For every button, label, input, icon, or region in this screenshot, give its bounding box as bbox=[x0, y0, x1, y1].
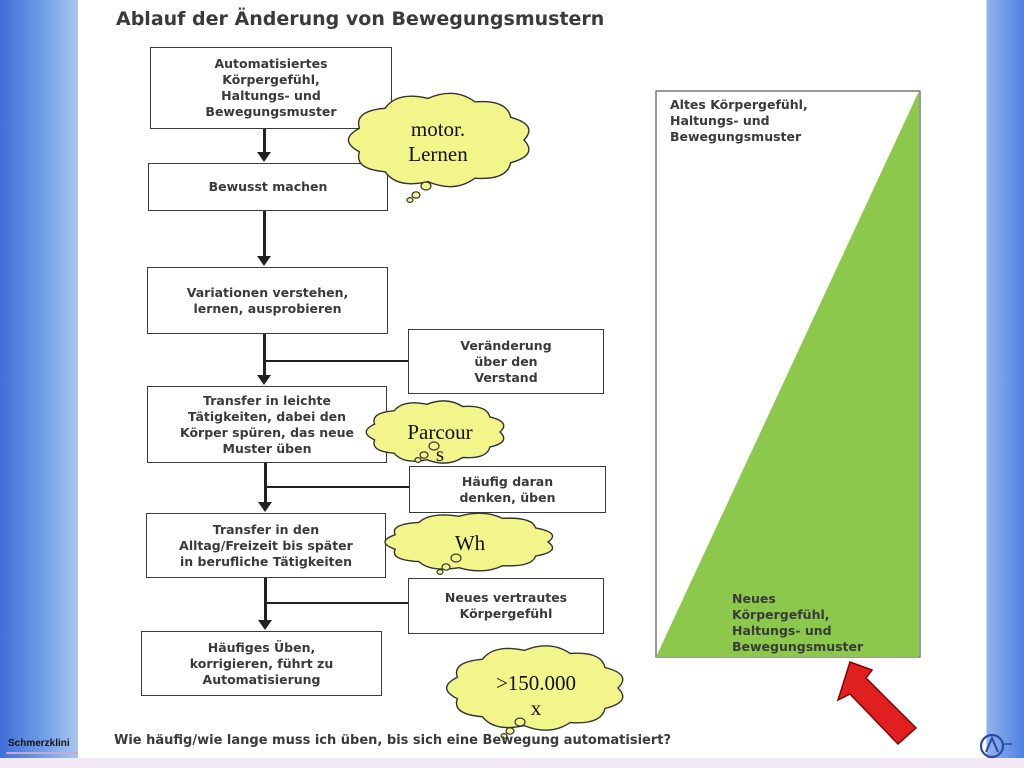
flow-arrowhead-3 bbox=[257, 375, 271, 385]
footer-question: Wie häufig/wie lange muss ich üben, bis … bbox=[114, 733, 672, 748]
panel-new-pattern-label: Neues Körpergefühl, Haltungs- und Bewegu… bbox=[732, 591, 864, 654]
flow-step-5: Transfer in den Alltag/Freizeit bis spät… bbox=[146, 513, 386, 578]
thought-wh: Wh bbox=[454, 531, 486, 555]
flow-arrowhead-4 bbox=[258, 502, 272, 512]
clinic-label: Schmerzklini bbox=[8, 738, 70, 749]
flow-connector-5 bbox=[264, 578, 267, 621]
flow-connector-3 bbox=[263, 334, 266, 376]
thought-repetitions: >150.000 x bbox=[495, 671, 577, 720]
thought-parcours: Parcour s bbox=[407, 420, 473, 466]
flow-step-1: Automatisiertes Körpergefühl, Haltungs- … bbox=[150, 47, 392, 129]
flow-step-4: Transfer in leichte Tätigkeiten, dabei d… bbox=[147, 386, 387, 463]
panel-old-pattern-label: Altes Körpergefühl, Haltungs- und Bewegu… bbox=[670, 97, 808, 144]
bottom-strip bbox=[0, 758, 1024, 768]
flow-step-3: Variationen verstehen, lernen, ausprobie… bbox=[147, 267, 388, 334]
flow-connector-4 bbox=[264, 463, 267, 503]
flow-connector-2 bbox=[263, 211, 266, 257]
flow-step-2: Bewusst machen bbox=[148, 163, 388, 211]
branch-line-haeufig bbox=[267, 486, 409, 488]
clinic-logo-icon bbox=[979, 733, 1012, 759]
flow-arrowhead-5 bbox=[258, 620, 272, 630]
side-box-verstand: Veränderung über den Verstand bbox=[408, 329, 604, 394]
branch-line-koerpergefuehl bbox=[267, 602, 408, 604]
side-box-koerpergefuehl: Neues vertrautes Körpergefühl bbox=[408, 578, 604, 634]
flow-arrowhead-2 bbox=[257, 256, 271, 266]
slide-title: Ablauf der Änderung von Bewegungsmustern bbox=[116, 8, 605, 30]
flow-connector-1 bbox=[263, 129, 266, 153]
side-box-haeufig: Häufig daran denken, üben bbox=[409, 466, 606, 513]
thought-motor-lernen: motor. Lernen bbox=[408, 117, 468, 166]
flow-arrowhead-1 bbox=[257, 152, 271, 162]
branch-line-verstand bbox=[266, 360, 408, 362]
clinic-rule bbox=[6, 752, 78, 754]
flow-step-6: Häufiges Üben, korrigieren, führt zu Aut… bbox=[141, 631, 382, 696]
